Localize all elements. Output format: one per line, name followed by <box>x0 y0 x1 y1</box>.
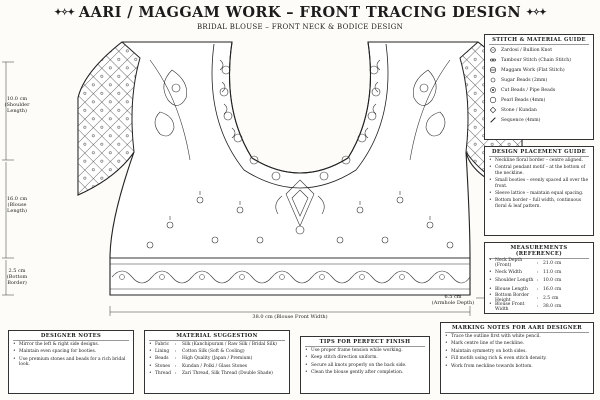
list-item: Bottom border – full width, continuous f… <box>485 197 593 210</box>
list-item: Central pendant motif – at the bottom of… <box>485 164 593 177</box>
list-item: Sleeve lattice – maintain equal spacing. <box>485 190 593 197</box>
neckline-floral-border <box>219 59 381 181</box>
stitch-item: Maggam Work (Flat Stitch) <box>485 65 593 75</box>
list-item: Fill motifs using rich & even stitch den… <box>441 355 593 362</box>
sequence-icon <box>490 117 496 123</box>
page-subtitle: BRIDAL BLOUSE – FRONT NECK & BODICE DESI… <box>196 23 404 31</box>
stitch-item: Cut Beads / Pipe Beads <box>485 85 593 95</box>
measurement-row: Bottom Border Height:2.5 cm <box>485 293 593 303</box>
bottom-border <box>109 257 471 296</box>
bullion-knot-icon <box>490 47 496 53</box>
pipe-bead-icon <box>490 87 496 93</box>
stitch-material-guide: STITCH & MATERIAL GUIDE Zardosi / Bullio… <box>484 34 594 140</box>
designer-notes: DESIGNER NOTES Mirror the left & right s… <box>8 330 134 394</box>
measurement-row: Blouse Front Width:38.0 cm <box>485 302 593 312</box>
stitch-item: Sugar Beads (2mm) <box>485 75 593 85</box>
stitch-item: Tambour Stitch (Chain Stitch) <box>485 55 593 65</box>
list-item: Keep stitch direction uniform. <box>301 354 429 361</box>
small-booties <box>146 191 454 249</box>
material-suggestion: MATERIAL SUGGESTION Fabric:Silk (Kanchip… <box>144 330 290 394</box>
list-item: Mirror the left & right side designs. <box>9 341 133 348</box>
stone-icon <box>489 106 497 114</box>
list-item: Trace the outline first with white penci… <box>441 333 593 340</box>
armhole-dimension: 6.5 cm (Armhole Depth) <box>431 294 475 306</box>
measurement-row: Blouse Length:16.0 cm <box>485 285 593 294</box>
front-width-dimension: 38.0 cm (Blouse Front Width) <box>252 314 328 320</box>
dimension-lines <box>2 61 500 316</box>
flat-stitch-icon <box>489 66 497 74</box>
pearl-bead-icon <box>489 96 497 104</box>
material-row: Fabric:Silk (Kanchipuram / Raw Silk / Br… <box>145 341 289 348</box>
list-item: Secure all knots properly on the back si… <box>301 362 429 369</box>
blouse-outline <box>77 41 523 296</box>
material-row: Lining:Cotton Silk (Soft & Cooling) <box>145 348 289 355</box>
material-row: Stones:Kundan / Polki / Glass Stones <box>145 363 289 370</box>
blouse-length-dimension: 16.0 cm (Blouse Length) <box>6 196 28 214</box>
chain-stitch-icon <box>489 58 497 62</box>
shoulder-dimension: 10.0 cm (Shoulder Length) <box>4 96 30 114</box>
central-pendant-motif <box>275 179 325 235</box>
stitch-item: Zardosi / Bullion Knot <box>485 45 593 55</box>
title-ornament-right-icon: ✦✧✦ <box>526 8 547 18</box>
material-row: Thread:Zari Thread, Silk Thread (Double … <box>145 370 289 377</box>
sugar-bead-icon <box>490 77 496 83</box>
stitch-item: Stone / Kundan <box>485 105 593 115</box>
bottom-border-scroll <box>111 270 471 284</box>
list-item: Use premium stones and beads for a rich … <box>9 356 133 369</box>
bottom-border-dimension: 2.5 cm (Bottom Border) <box>6 268 28 286</box>
measurements-reference: MEASUREMENTS (REFERENCE) Neck Depth (Fro… <box>484 242 594 314</box>
material-row: Beads:High Quality (Japan / Premium) <box>145 355 289 362</box>
stitch-item: Sequence (4mm) <box>485 115 593 125</box>
list-item: Small booties – evenly spaced all over t… <box>485 177 593 190</box>
list-item: Neckline floral border – centre aligned. <box>485 157 593 164</box>
measurement-row: Neck Width:11.0 cm <box>485 268 593 277</box>
list-item: Mark centre line of the neckline. <box>441 340 593 347</box>
list-item: Clean the blouse gently after completion… <box>301 369 429 376</box>
title-ornament-left-icon: ✦✧✦ <box>54 8 75 18</box>
stitch-item: Pearl Beads (4mm) <box>485 95 593 105</box>
page-title: ✦✧✦AARI / MAGGAM WORK – FRONT TRACING DE… <box>54 4 547 21</box>
list-item: Work from neckline towards bottom. <box>441 363 593 370</box>
measurement-row: Shoulder Length:10.0 cm <box>485 276 593 285</box>
design-placement-guide: DESIGN PLACEMENT GUIDE Neckline floral b… <box>484 146 594 236</box>
list-item: Maintain symmetry on both sides. <box>441 348 593 355</box>
marking-notes: MARKING NOTES FOR AARI DESIGNER Trace th… <box>440 322 594 394</box>
tips-perfect-finish: TIPS FOR PERFECT FINISH Use proper frame… <box>300 336 430 394</box>
measurement-row: Neck Depth (Front):21.0 cm <box>485 258 593 268</box>
side-paisley-motifs <box>149 59 451 161</box>
list-item: Use proper frame tension while working. <box>301 347 429 354</box>
list-item: Maintain even spacing for booties. <box>9 348 133 355</box>
